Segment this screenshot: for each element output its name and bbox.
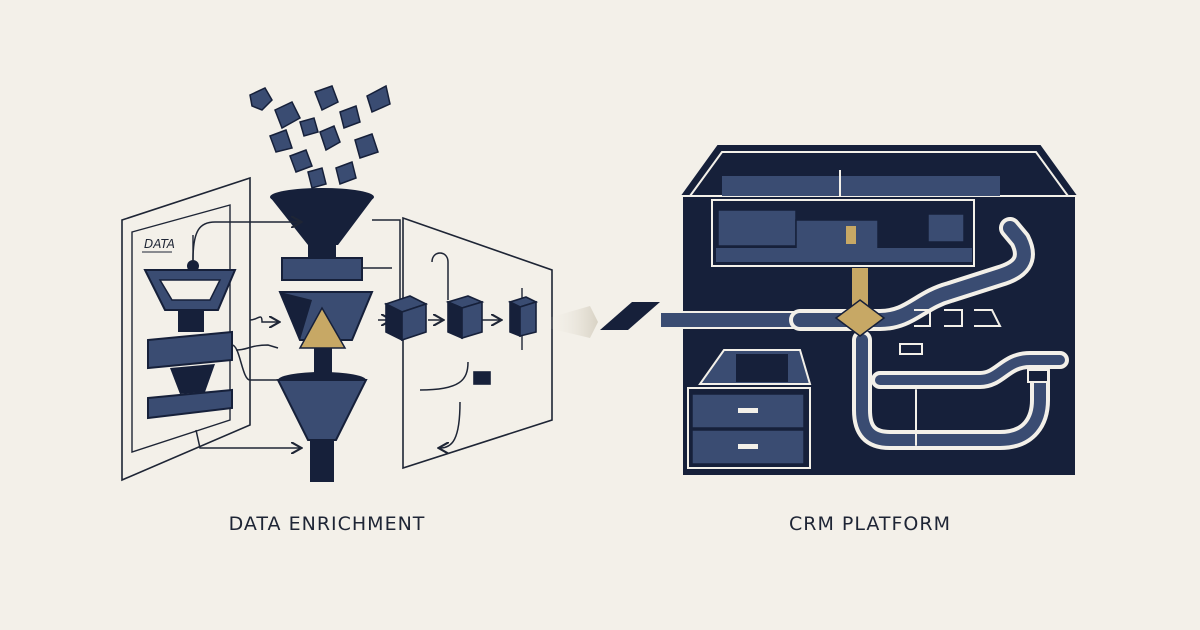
drawer-handle-icon xyxy=(738,444,758,449)
drawer-handle-icon xyxy=(738,408,758,413)
main-funnel-bottom xyxy=(276,372,368,482)
main-funnel-top xyxy=(270,188,374,281)
file-cabinet xyxy=(687,349,812,469)
transition-glow xyxy=(548,306,598,338)
output-cubes xyxy=(383,288,539,385)
data-fragments xyxy=(249,84,391,189)
back-panel xyxy=(121,176,251,482)
small-funnel-stack xyxy=(143,235,237,420)
cube-3 xyxy=(507,288,539,350)
flow-lines xyxy=(192,220,500,448)
gold-diamond-node xyxy=(834,268,886,337)
data-enrichment-diagram: DATA xyxy=(121,84,553,482)
cabinet-drawer-2 xyxy=(691,429,805,465)
indicator-slots xyxy=(899,309,1049,383)
crm-platform-diagram xyxy=(600,145,1077,477)
input-bar xyxy=(600,302,660,330)
crm-platform-caption: CRM PLATFORM xyxy=(789,513,951,535)
upper-shelf xyxy=(711,170,1000,267)
data-sheet-tag: DATA xyxy=(144,237,175,251)
data-enrichment-caption: DATA ENRICHMENT xyxy=(228,513,426,535)
pipes xyxy=(789,217,1069,450)
cube-1 xyxy=(383,295,429,342)
output-panel xyxy=(402,216,553,470)
small-connector xyxy=(473,371,491,385)
input-channel xyxy=(659,311,801,329)
cube-2 xyxy=(445,295,485,340)
enrichment-prism xyxy=(278,291,374,376)
